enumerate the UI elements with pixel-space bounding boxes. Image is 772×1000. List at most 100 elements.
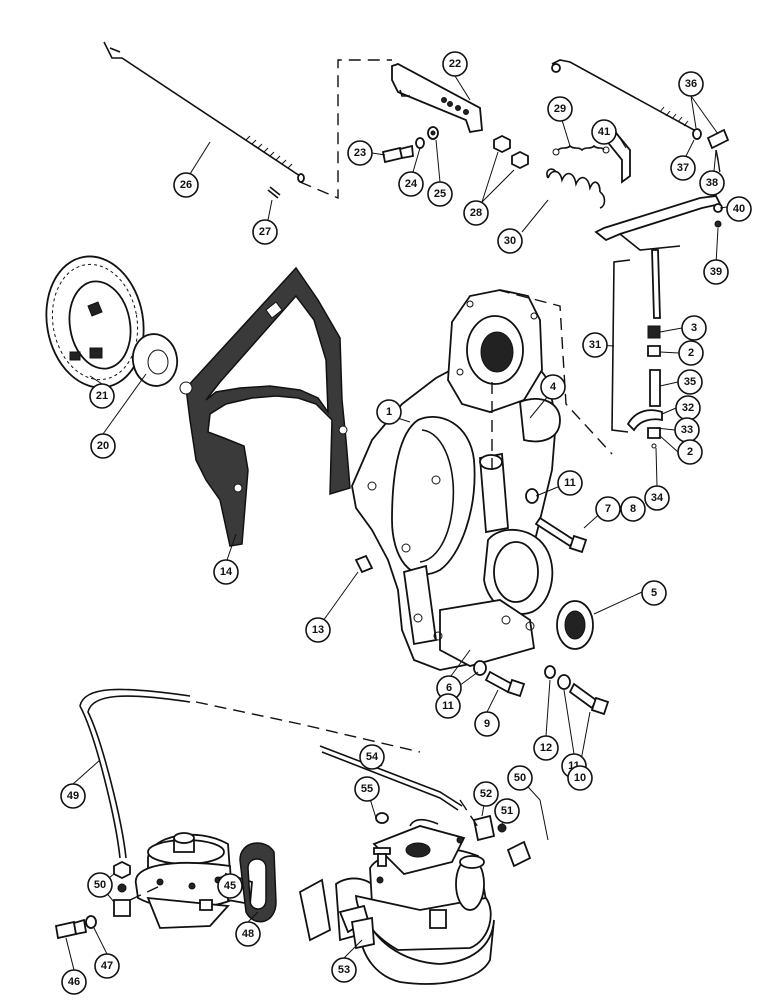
- svg-text:8: 8: [630, 503, 636, 515]
- callout-29: 29: [547, 96, 573, 122]
- callout-36: 36: [678, 71, 704, 97]
- housing-dashline: [491, 289, 613, 470]
- svg-text:28: 28: [470, 207, 482, 219]
- oil-seal: [556, 600, 594, 650]
- callout-54: 54: [359, 744, 385, 770]
- callout-7: 7: [595, 496, 621, 522]
- callout-34: 34: [644, 485, 670, 511]
- svg-text:26: 26: [180, 179, 192, 191]
- svg-text:2: 2: [688, 347, 694, 359]
- callout-24: 24: [398, 171, 424, 197]
- lever-bolt: [381, 144, 414, 164]
- timing-gear: [45, 255, 145, 389]
- svg-text:51: 51: [501, 805, 513, 817]
- callout-3: 3: [681, 315, 707, 341]
- svg-text:49: 49: [67, 790, 79, 802]
- callout-51: 51: [494, 798, 520, 824]
- callout-48: 48: [235, 921, 261, 947]
- callout-49: 49: [60, 783, 86, 809]
- svg-text:46: 46: [68, 976, 80, 988]
- callout-50b: 50: [87, 872, 113, 898]
- callout-40: 40: [726, 196, 752, 222]
- rod-end-parts: [692, 128, 730, 161]
- svg-text:22: 22: [449, 58, 461, 70]
- svg-text:2: 2: [687, 446, 693, 458]
- svg-text:29: 29: [554, 103, 566, 115]
- callout-25: 25: [427, 181, 453, 207]
- bolt-7: [534, 516, 588, 554]
- carb-fitting-51: [497, 823, 507, 833]
- svg-text:1: 1: [386, 406, 392, 418]
- svg-text:21: 21: [96, 390, 108, 402]
- callout-50a: 50: [507, 765, 533, 791]
- callout-11a: 11: [557, 470, 583, 496]
- carburetor: [298, 818, 495, 985]
- svg-text:11: 11: [568, 760, 580, 772]
- svg-text:40: 40: [733, 203, 745, 215]
- callout-37: 37: [670, 155, 696, 181]
- thrust-plate: [131, 333, 179, 387]
- carb-washer: [375, 812, 389, 824]
- svg-text:53: 53: [338, 964, 350, 976]
- svg-text:31: 31: [589, 339, 601, 351]
- governor-lever: [391, 63, 483, 134]
- svg-text:27: 27: [259, 226, 271, 238]
- callout-21: 21: [89, 383, 115, 409]
- callout-46: 46: [61, 969, 87, 995]
- callout-4: 4: [540, 374, 566, 400]
- carb-fuel-elbow: [506, 840, 532, 868]
- svg-text:24: 24: [405, 178, 418, 190]
- carb-bolt: [373, 847, 391, 867]
- svg-text:11: 11: [564, 477, 576, 489]
- svg-text:36: 36: [685, 78, 697, 90]
- svg-text:12: 12: [540, 742, 552, 754]
- throttle-rod: [551, 59, 695, 131]
- svg-text:48: 48: [242, 928, 254, 940]
- pump-dashline: [129, 885, 161, 901]
- svg-text:35: 35: [684, 376, 696, 388]
- carb-fitting-52: [472, 814, 496, 842]
- svg-text:13: 13: [312, 624, 324, 636]
- callout-32: 32: [675, 395, 701, 421]
- callout-2a: 2: [678, 340, 704, 366]
- svg-text:54: 54: [366, 751, 379, 763]
- callout-5: 5: [641, 580, 667, 606]
- svg-text:23: 23: [354, 147, 366, 159]
- callout-27: 27: [252, 219, 278, 245]
- cotter-pin: [267, 186, 281, 199]
- washer-11a: [525, 488, 539, 504]
- svg-text:55: 55: [361, 783, 373, 795]
- svg-text:33: 33: [681, 424, 693, 436]
- svg-text:52: 52: [480, 788, 492, 800]
- callout-22: 22: [442, 51, 468, 77]
- timing-cover-housing: [351, 289, 561, 671]
- svg-text:6: 6: [446, 682, 452, 694]
- svg-text:47: 47: [101, 960, 113, 972]
- svg-text:25: 25: [434, 188, 446, 200]
- svg-text:34: 34: [651, 492, 664, 504]
- pump-gasket: [239, 842, 277, 923]
- callout-20: 20: [90, 433, 116, 459]
- svg-text:14: 14: [220, 566, 233, 578]
- linkage-stack: [626, 325, 663, 449]
- callout-10: 10: [567, 765, 593, 791]
- svg-text:30: 30: [504, 235, 516, 247]
- svg-text:41: 41: [598, 126, 610, 138]
- callout-39: 39: [703, 259, 729, 285]
- carb-dashline: [459, 799, 481, 831]
- callout-23: 23: [347, 140, 373, 166]
- callout-47: 47: [94, 953, 120, 979]
- callout-41: 41: [591, 119, 617, 145]
- callout-53: 53: [331, 957, 357, 983]
- callout-55: 55: [354, 776, 380, 802]
- callout-8: 8: [620, 496, 646, 522]
- callout-26: 26: [173, 172, 199, 198]
- callout-31: 31: [582, 332, 608, 358]
- svg-text:11: 11: [442, 700, 454, 712]
- bracket-31-line: [611, 259, 631, 433]
- callout-28: 28: [463, 200, 489, 226]
- svg-text:38: 38: [706, 177, 718, 189]
- fuel-pump: [135, 832, 253, 929]
- callout-13: 13: [305, 617, 331, 643]
